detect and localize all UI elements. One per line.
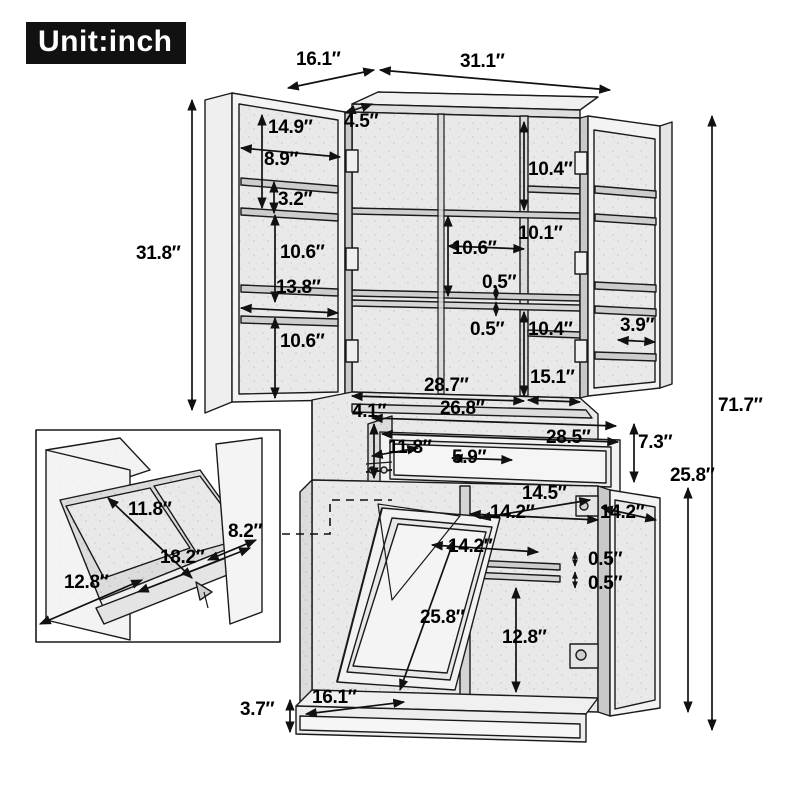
dim-left-door-shelf-width: 13.8″: [276, 277, 321, 298]
dim-left-door-shelf-a: 8.9″: [264, 149, 299, 170]
dim-shelf-thickness-b: 0.5″: [470, 319, 505, 340]
dim-lower-door-top: 14.5″: [522, 483, 567, 504]
dim-inset-basket-width: 11.8″: [128, 499, 172, 520]
unit-badge: Unit:inch: [26, 22, 187, 64]
dim-hamper-width: 14.2″: [448, 536, 493, 557]
dim-upper-height: 31.8″: [136, 243, 181, 264]
dim-lower-left-width: 14.2″: [490, 502, 535, 523]
dim-shelf-thickness-a: 0.5″: [482, 272, 517, 293]
dim-hamper-height: 25.8″: [420, 607, 465, 628]
dim-center-mid-shelf: 10.6″: [452, 238, 497, 259]
dim-left-door-shelf-b: 3.2″: [278, 189, 313, 210]
dim-center-top-shelf: 10.4″: [528, 159, 573, 180]
dim-overall-height: 71.7″: [718, 395, 763, 416]
dim-lower-height: 25.8″: [670, 465, 715, 486]
dim-inset-basket-front: 12.8″: [64, 572, 109, 593]
dim-inset-basket-length: 18.2″: [160, 547, 205, 568]
dim-top-width: 31.1″: [460, 51, 505, 72]
dim-left-door-edge: 4.5″: [344, 111, 379, 132]
dim-left-door-shelf-d: 10.6″: [280, 331, 325, 352]
dim-lower-inner-height: 12.8″: [502, 627, 547, 648]
dim-top-depth: 16.1″: [296, 49, 341, 70]
dim-drawer-opening-width: 26.8″: [440, 398, 485, 419]
dim-center-low-shelf: 10.4″: [528, 319, 573, 340]
dim-inset-basket-edge: 8.2″: [228, 521, 263, 542]
dim-drawer-front-width: 28.5″: [546, 427, 591, 448]
dim-base-height: 3.7″: [240, 699, 275, 720]
dim-lower-right-width: 14.2″: [600, 502, 645, 523]
dim-left-door-shelf-c: 10.6″: [280, 242, 325, 263]
dim-center-right-section: 15.1″: [530, 367, 575, 388]
dim-drawer-slide-offset: 4.1″: [352, 401, 387, 422]
dim-drawer-handle-width: 5.9″: [452, 447, 487, 468]
dim-drawer-height: 7.3″: [638, 432, 673, 453]
dim-center-inner-width: 28.7″: [424, 375, 469, 396]
dim-lower-shelf-thickness-b: 0.5″: [588, 573, 623, 594]
dim-base-depth: 16.1″: [312, 687, 357, 708]
dim-lower-shelf-thickness-a: 0.5″: [588, 549, 623, 570]
dim-drawer-slide-depth: 11.8″: [388, 437, 432, 458]
dim-right-door-depth: 3.9″: [620, 315, 655, 336]
dim-left-door-inner-width: 14.9″: [268, 117, 313, 138]
dim-center-right-width: 10.1″: [518, 223, 563, 244]
